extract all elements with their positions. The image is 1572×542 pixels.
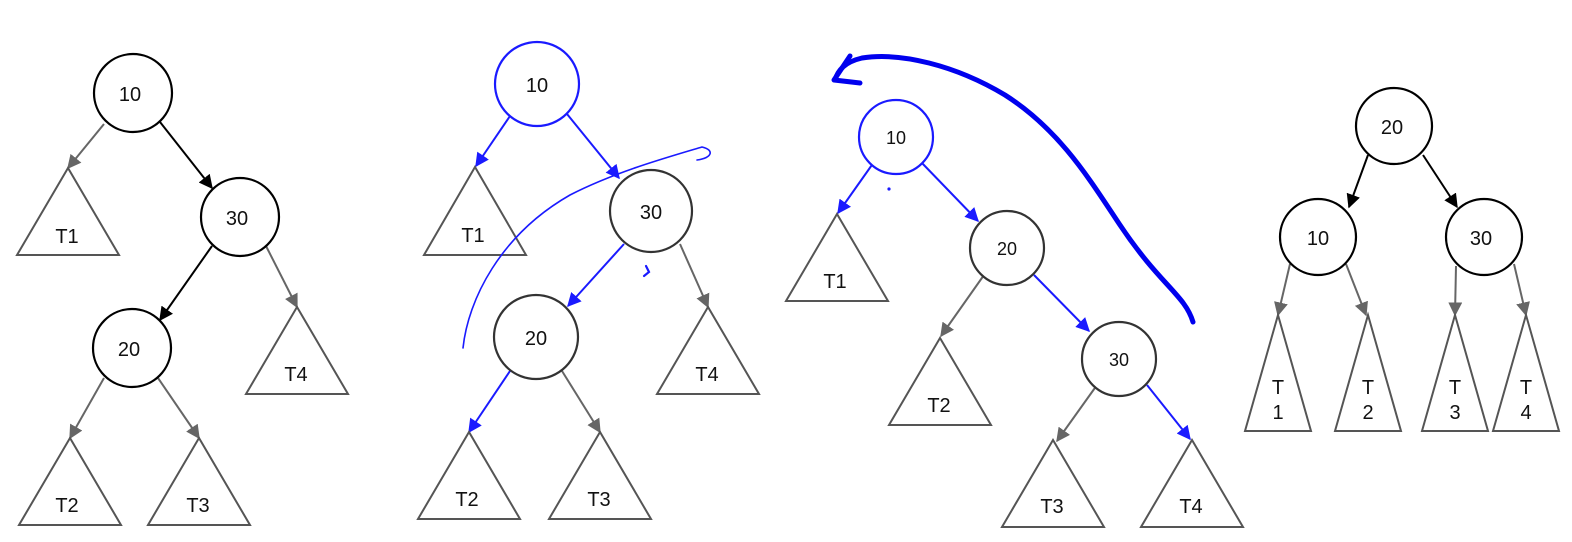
tree-node — [1354, 86, 1434, 166]
subtree-label: T3 — [186, 495, 209, 517]
subtree-label: T3 — [587, 489, 610, 511]
node-label: 20 — [997, 239, 1017, 259]
tree-node — [1080, 320, 1158, 398]
subtree-label: T2 — [927, 395, 950, 417]
edge-20-to-t2 — [69, 377, 105, 440]
tree-node — [92, 52, 174, 134]
rotation-arrow-head — [831, 53, 863, 86]
node-label: 20 — [525, 328, 547, 350]
subtree-triangle — [1333, 311, 1403, 432]
subtree-triangle — [244, 305, 350, 395]
edge-30-to-t4 — [1146, 384, 1191, 441]
diagram-rotate-right: T1 T4 T2 T3 10 30 20 — [416, 40, 761, 520]
subtree-triangle — [547, 430, 653, 520]
subtree-label: T4 — [1179, 496, 1202, 518]
subtree-triangle — [1420, 311, 1490, 432]
tree-node — [857, 98, 935, 176]
edge-30-to-t3 — [1056, 384, 1098, 443]
subtree-label: T1 — [55, 226, 78, 248]
edge-20-to-30 — [1422, 154, 1458, 209]
subtree-triangle — [15, 166, 121, 256]
tree-node — [1278, 197, 1358, 277]
subtree-label: 2 — [1362, 402, 1373, 424]
subtree-label: T — [1272, 377, 1284, 399]
subtree-label: T2 — [455, 489, 478, 511]
edge-10-to-30 — [159, 121, 213, 190]
tree-node — [91, 307, 173, 389]
edge-20-to-t2 — [940, 274, 985, 338]
edge-20-to-t2 — [468, 370, 511, 434]
subtree-triangle — [422, 165, 528, 256]
node-label: 10 — [1307, 228, 1329, 250]
ink-dot — [887, 187, 891, 191]
rotation-handwritten-stroke — [462, 146, 711, 349]
subtree-triangle — [416, 430, 522, 520]
tree-node — [492, 293, 580, 381]
edge-20-to-30 — [1033, 274, 1090, 332]
subtree-label: T1 — [461, 225, 484, 247]
subtree-label: 3 — [1449, 402, 1460, 424]
subtree-label: T4 — [284, 364, 307, 386]
subtree-label: T1 — [823, 271, 846, 293]
node-label: 30 — [1470, 228, 1492, 250]
subtree-label: 1 — [1272, 402, 1283, 424]
edge-10-to-20 — [920, 161, 979, 223]
subtree-triangle — [146, 436, 252, 526]
subtree-triangle — [17, 436, 123, 526]
subtree-label: 4 — [1520, 402, 1531, 424]
edge-30-to-20 — [567, 243, 625, 308]
rotation-arrow-stroke — [832, 54, 1196, 325]
edge-10-to-t1 — [837, 161, 875, 215]
edge-20-to-t3 — [561, 370, 601, 434]
subtree-label: T4 — [695, 364, 718, 386]
subtree-triangle — [1000, 438, 1106, 528]
node-label: 20 — [1381, 117, 1403, 139]
edge-20-to-t3 — [157, 377, 200, 440]
subtree-label: T2 — [55, 495, 78, 517]
edge-30-to-t3 — [1448, 265, 1463, 317]
edge-20-to-10 — [1346, 154, 1369, 209]
edge-30-to-20 — [159, 245, 213, 322]
edge-30-to-t4 — [265, 245, 298, 309]
tree-node — [608, 168, 694, 254]
node-label: 30 — [1109, 350, 1129, 370]
tree-node — [199, 176, 281, 258]
node-label: 30 — [226, 208, 248, 230]
subtree-triangle — [784, 212, 890, 302]
tree-node — [493, 40, 581, 128]
tree-node — [1444, 197, 1524, 277]
diagram-rotate-left: T1 T2 T3 T4 10 20 30 — [784, 53, 1245, 528]
ink-mark — [642, 264, 651, 278]
subtree-label: T — [1362, 377, 1374, 399]
tree-node — [968, 209, 1046, 287]
node-label: 30 — [640, 202, 662, 224]
subtree-label: T — [1520, 377, 1532, 399]
node-label: 10 — [526, 75, 548, 97]
edge-10-to-t2 — [1345, 263, 1368, 317]
diagram-balanced-tree: T 1 T 2 T 3 T 4 20 10 30 — [1243, 86, 1561, 432]
edge-10-to-t1 — [475, 115, 511, 168]
subtree-label: T3 — [1040, 496, 1063, 518]
edge-30-to-t4 — [679, 243, 710, 309]
subtree-label: T — [1449, 377, 1461, 399]
edge-10-to-t1 — [67, 123, 105, 170]
diagram-initial-tree: T1 T4 T2 T3 10 30 20 — [15, 52, 350, 526]
subtree-triangle — [655, 305, 761, 395]
node-label: 10 — [886, 128, 906, 148]
node-label: 10 — [119, 84, 141, 106]
subtree-triangle — [1243, 311, 1313, 432]
edge-10-to-t1 — [1274, 263, 1291, 317]
subtree-triangle — [1139, 438, 1245, 528]
edge-10-to-30 — [566, 113, 620, 180]
subtree-triangle — [887, 336, 993, 426]
subtree-triangle — [1491, 311, 1561, 432]
node-label: 20 — [118, 339, 140, 361]
edge-30-to-t4 — [1513, 263, 1530, 317]
